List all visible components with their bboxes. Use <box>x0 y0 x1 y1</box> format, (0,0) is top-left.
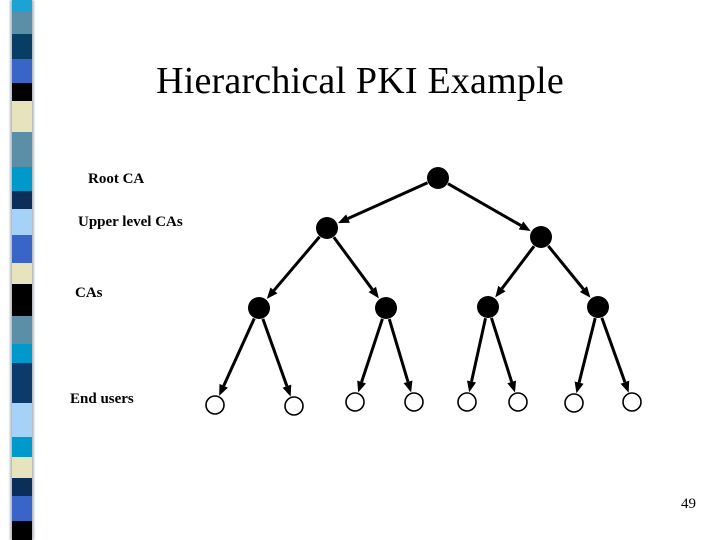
color-block-19 <box>12 477 32 497</box>
color-block-13 <box>12 315 32 345</box>
tree-edge-arrowhead <box>507 380 517 393</box>
tree-node-upper-level-cas-u1 <box>316 217 338 239</box>
tree-node-end-users-e5 <box>457 392 477 412</box>
tree-edge <box>490 317 514 383</box>
color-block-12 <box>12 283 32 316</box>
color-block-3 <box>12 59 32 83</box>
row-label-root-ca: Root CA <box>88 171 145 187</box>
row-label-cas: CAs <box>75 285 103 301</box>
tree-edge <box>332 236 374 291</box>
decorative-color-strip <box>12 0 32 540</box>
tree-edge <box>577 317 597 383</box>
tree-edge-arrowhead <box>357 380 366 393</box>
tree-node-layer <box>205 167 642 416</box>
color-block-10 <box>12 234 32 264</box>
color-block-6 <box>12 131 32 168</box>
tree-node-end-users-e4 <box>404 392 424 412</box>
tree-edge-arrowhead <box>337 214 350 224</box>
tree-edge-arrowhead <box>518 221 531 232</box>
tree-edge <box>272 235 321 292</box>
tree-node-end-users-e3 <box>345 392 365 412</box>
page-number: 49 <box>681 496 696 512</box>
color-block-0 <box>12 0 32 12</box>
tree-node-end-users-e6 <box>508 392 528 412</box>
color-block-17 <box>12 437 32 458</box>
tree-node-cas-c1 <box>248 297 270 319</box>
tree-edge-arrowhead <box>467 380 477 393</box>
tree-edge-arrowhead <box>403 380 413 393</box>
row-label-upper-level-cas: Upper level CAs <box>78 214 183 230</box>
tree-edge-arrowhead <box>266 287 278 299</box>
color-block-9 <box>12 209 32 235</box>
color-block-16 <box>12 403 32 438</box>
tree-node-root-ca-root <box>427 167 449 189</box>
tree-edge <box>447 182 522 227</box>
color-block-2 <box>12 33 32 60</box>
tree-edge-arrowhead <box>620 380 630 393</box>
tree-edge-layer <box>219 181 630 397</box>
color-block-21 <box>12 521 32 540</box>
tree-node-end-users-e2 <box>284 396 304 416</box>
tree-edge <box>222 317 256 387</box>
color-block-8 <box>12 190 32 210</box>
color-block-14 <box>12 344 32 363</box>
tree-edge-arrowhead <box>368 286 379 299</box>
tree-edge <box>347 181 429 220</box>
tree-edge-arrowhead <box>574 381 584 394</box>
color-block-20 <box>12 496 32 522</box>
color-block-18 <box>12 457 32 478</box>
tree-node-end-users-e8 <box>622 392 642 412</box>
tree-edge <box>500 245 536 290</box>
page-title: Hierarchical PKI Example <box>156 60 564 102</box>
tree-edge <box>261 318 289 387</box>
tree-node-cas-c2 <box>375 297 397 319</box>
tree-edge-arrowhead <box>219 383 228 396</box>
color-block-11 <box>12 263 32 284</box>
tree-edge <box>547 244 585 291</box>
color-block-1 <box>12 11 32 34</box>
color-block-5 <box>12 101 32 132</box>
tree-edge-arrowhead <box>579 286 591 298</box>
color-block-4 <box>12 82 32 102</box>
tree-edge-arrowhead <box>495 285 506 298</box>
tree-node-end-users-e7 <box>564 393 584 413</box>
tree-node-cas-c4 <box>587 296 609 318</box>
tree-node-upper-level-cas-u2 <box>530 226 552 248</box>
tree-edge <box>600 317 627 383</box>
tree-node-end-users-e1 <box>205 395 225 415</box>
color-block-15 <box>12 362 32 404</box>
tree-edge-arrowhead <box>282 384 292 397</box>
tree-edge <box>470 317 487 382</box>
tree-node-cas-c3 <box>477 296 499 318</box>
row-label-end-users: End users <box>70 391 134 407</box>
color-block-7 <box>12 167 32 191</box>
tree-edge <box>360 318 384 383</box>
tree-edge <box>387 318 410 383</box>
